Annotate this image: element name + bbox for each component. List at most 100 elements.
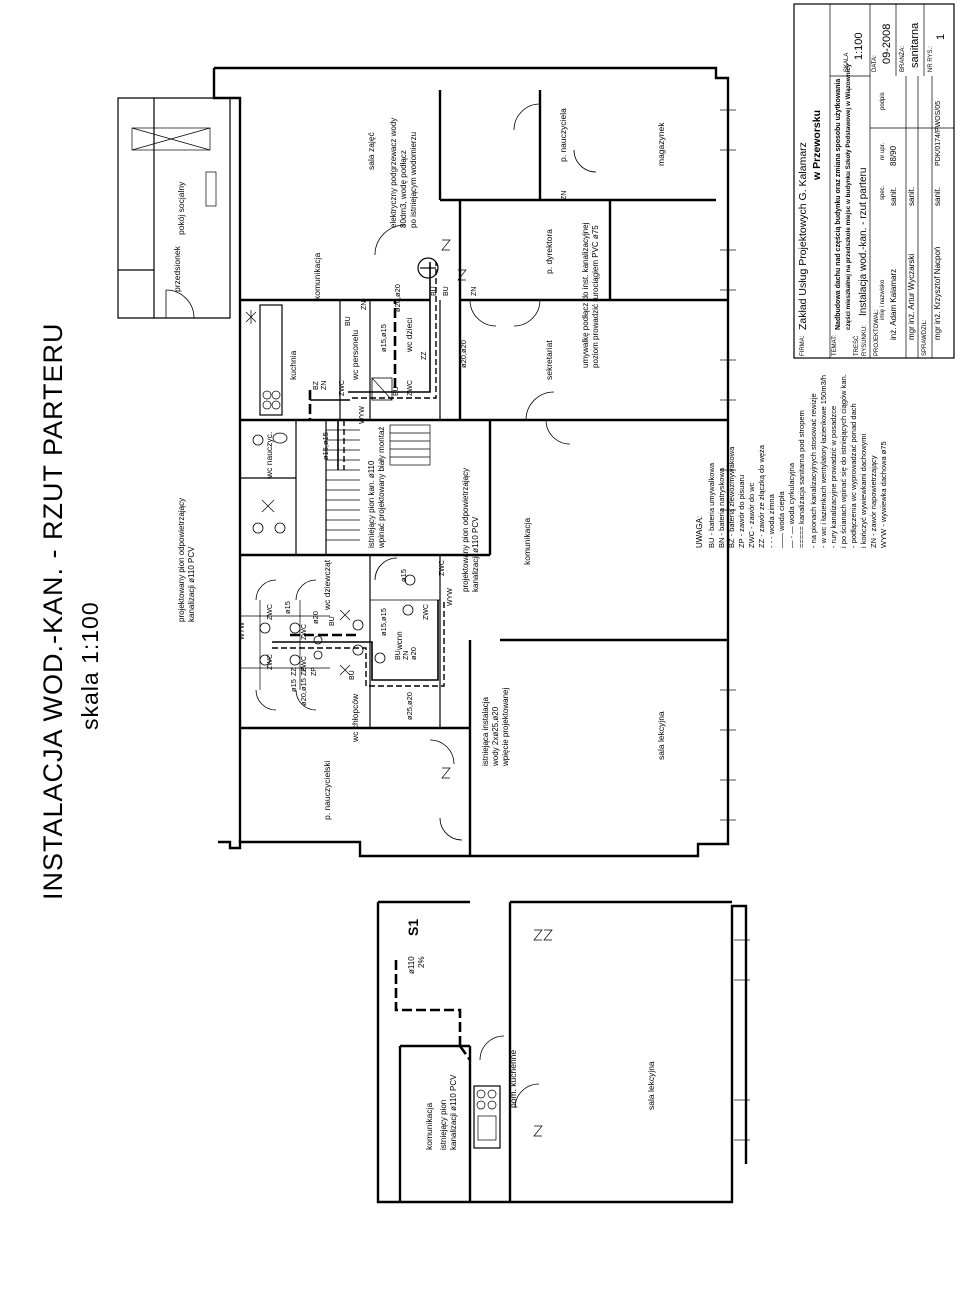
room-komunikacja-top: komunikacja xyxy=(312,252,322,300)
tb-s-spec: sanit. xyxy=(933,187,942,206)
room-wc-chlopcow: wc chłopców xyxy=(350,693,360,743)
drawing-title: INSTALACJA WOD.-KAN. - RZUT PARTERU skal… xyxy=(38,322,103,900)
tb-skala: 1:100 xyxy=(853,32,865,60)
room-przedsionek: przedsionek xyxy=(172,245,182,292)
code-zwc-8: ZWC xyxy=(439,560,446,576)
note-s1-pipe: ø110 xyxy=(407,956,416,974)
code-bu-1: BU xyxy=(345,316,352,326)
tb-col-spec: spec. xyxy=(880,185,886,200)
tb-s-nr: PDK/0174/PWOS/05 xyxy=(935,101,942,166)
room-kuchnia: kuchnia xyxy=(288,350,298,380)
pipe-label-p12: ø20 xyxy=(409,647,418,660)
room-wc-dzieci: wc dzieci xyxy=(404,317,414,353)
code-zwc-5: ZWC xyxy=(267,654,274,670)
legend-item: i po ścianach wpinać się do istniejących… xyxy=(839,374,848,548)
tb-p2-name: mgr inż. Artur Wyczarski xyxy=(907,254,916,340)
note-exist-pipe-2: wpinać projektowany biały montaż xyxy=(377,427,386,549)
code-bu-5: BU xyxy=(329,616,336,626)
fixture-codes: BU ZN BZ ZN ZWC BU ZWC WYW BU BU ZN ZZ Z… xyxy=(239,191,568,680)
tb-p2-spec: sanit. xyxy=(907,187,916,206)
pipe-label-p5: ø15 xyxy=(399,569,408,582)
legend-item: i kończyć wywiewkami dachowymi xyxy=(859,433,868,548)
room-wcnn: wcnn xyxy=(395,631,404,651)
tb-firma: Zakład Usług Projektowych G. Kalamarz xyxy=(797,142,809,330)
code-bz-1: BZ xyxy=(313,380,320,390)
code-zp-1: ZP xyxy=(301,667,308,676)
code-bu-7: BU xyxy=(395,650,402,660)
tb-col-nr: nr upr. xyxy=(880,143,886,160)
code-zn-3: ZN xyxy=(471,287,478,296)
tb-firma-label: FIRMA: xyxy=(800,335,806,356)
legend-item: ===== kanalizacja sanitarna pod stropem xyxy=(797,410,806,548)
legend-item: ZN - zawór napowietrzający xyxy=(869,455,878,548)
pipe-label-p6: ø15,ø15 xyxy=(379,608,388,636)
note-heater-2: 80dm3, wodę podłącz xyxy=(399,150,408,228)
water-pipes-main xyxy=(272,262,445,687)
legend-item: - rury kanalizacyjne prowadzić w posadzc… xyxy=(829,406,838,548)
room-p-nauczyciela: p. nauczyciela xyxy=(558,108,568,162)
title-block: FIRMA: Zakład Usług Projektowych G. Kala… xyxy=(793,3,955,359)
room-sala-zajec: sala zajęć xyxy=(366,131,376,170)
legend-item: BU - bateria umywalkowa xyxy=(707,462,716,548)
legend-item: — - — woda cyrkulacyjna xyxy=(787,462,796,548)
tb-firma-2: w Przeworsku xyxy=(811,110,823,181)
pipe-label-p3: ø20,ø20 xyxy=(459,340,468,368)
title-scale: skala 1:100 xyxy=(77,601,103,730)
note-heater-1: elektryczny podgrzewacz wody xyxy=(389,118,398,228)
code-zn-2: ZN xyxy=(321,381,328,390)
note-exist-inst-3: wpięcie projektowanej xyxy=(501,688,510,767)
legend-item: —— woda ciepła xyxy=(777,490,786,548)
legend-item: BN - bateria natryskowa xyxy=(717,467,726,548)
title-main: INSTALACJA WOD.-KAN. - RZUT PARTERU xyxy=(38,322,68,900)
code-zz-1: ZZ xyxy=(421,351,428,360)
code-zz-2: ZZ xyxy=(291,667,298,676)
tb-tresc-label: TREŚĆ xyxy=(852,335,860,356)
room-wc-nauczyc: wc nauczyc. xyxy=(264,432,274,479)
code-wyw-3: WYW xyxy=(447,588,454,606)
room-sala-lekcyjna-2: sala lekcyjna xyxy=(646,1061,656,1110)
code-zwc-4: ZWC xyxy=(301,624,308,640)
pipe-label-p7: ø20 xyxy=(311,611,320,624)
note-exist-pipe-1: istniejący pion kan. ø110 xyxy=(367,460,376,548)
tb-sprawdzil-label: SPRAWDZIŁ: xyxy=(922,319,928,356)
tb-temat-label: TEMAT: xyxy=(832,335,838,356)
pipe-notes: elektryczny podgrzewacz wody 80dm3, wodę… xyxy=(177,118,600,767)
tb-data: 09-2008 xyxy=(881,24,893,64)
legend-heading: UWAGA: xyxy=(695,516,704,548)
code-bu-6: BU xyxy=(349,670,356,680)
code-zn-1: ZN xyxy=(361,301,368,310)
legend-item: - - - woda zimna xyxy=(767,493,776,548)
code-zwc-2: ZWC xyxy=(407,380,414,396)
pipe-label-p10: ø25,ø20 xyxy=(405,692,414,720)
tb-nr-rys: 1 xyxy=(935,34,947,40)
tb-p1-name: inż. Adam Kalamarz xyxy=(889,269,898,340)
code-zwc-3: ZWC xyxy=(267,604,274,620)
code-zp-2: ZP xyxy=(311,667,318,676)
room-labels: przedsionek pokój socjalny sala zajęć ko… xyxy=(172,108,666,820)
pipe-label-p11: ø15 xyxy=(289,679,298,692)
tb-skala-label: SKALA xyxy=(844,53,850,72)
note-exist-pipe-b-2: kanalizacji ø110 PCV xyxy=(449,1074,458,1150)
tb-temat-1: Nadbudowa dachu nad częścią budynku oraz… xyxy=(835,79,842,330)
tb-projektowal-label: PROJEKTOWAŁ: xyxy=(874,309,880,356)
note-vent-pipe-1: projektowany pion odpowietrzający xyxy=(177,498,186,622)
room-komunikacja-mid: komunikacja xyxy=(522,517,532,565)
room-wc-dziewczat: wc dziewcząt xyxy=(322,559,332,611)
pipe-diameters: ø20,ø20 ø15,ø15 ø20,ø20 ø15,ø15 ø15 ø15,… xyxy=(283,284,468,720)
note-vent-pipe-mid-1: projektowany pion odpowietrzający xyxy=(461,468,470,592)
tb-col-name: imię i nazwisko xyxy=(880,279,886,320)
note-sink-conn-2: poziom prowadzić rurociągiem PVC ø75 xyxy=(591,225,600,368)
code-zn-5: ZN xyxy=(403,651,410,660)
pipe-label-p1: ø20,ø20 xyxy=(393,284,402,312)
tb-p1-spec: sanit. xyxy=(889,187,898,206)
room-pokoj-socjalny: pokój socjalny xyxy=(176,181,186,235)
tb-nr-rys-label: NR RYS.: xyxy=(928,46,934,72)
note-vent-pipe-mid-2: kanalizacji ø110 PCV xyxy=(471,516,480,592)
code-bu-4: BU xyxy=(431,286,438,296)
note-sink-conn-1: umywalkę podłącz do inst. kanalizacyjnej xyxy=(581,222,590,368)
room-sala-lekcyjna-1: sala lekcyjna xyxy=(656,711,666,760)
legend-item: - w wc i łazienkach wentylatory łazienko… xyxy=(819,375,828,548)
legend-item: WYW - wywiewka dachowa ø75 xyxy=(879,441,888,548)
code-bu-2: BU xyxy=(393,386,400,396)
